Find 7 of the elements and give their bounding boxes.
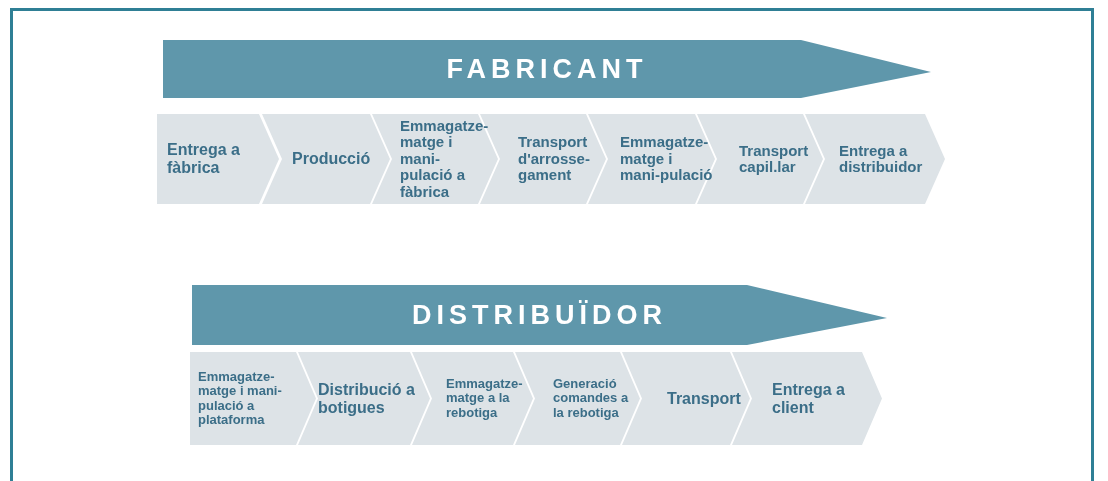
banner-arrow: DISTRIBUÏDOR xyxy=(192,285,887,345)
banner-arrow: FABRICANT xyxy=(163,40,931,98)
process-step: Emmagatze-matge i mani-pulació a fàbrica xyxy=(372,114,498,204)
process-step: Producció xyxy=(262,114,390,204)
process-step: Emmagatze-matge i mani-pulació a plataforma xyxy=(190,352,316,445)
process-step: Distribució a botigues xyxy=(298,352,430,445)
process-step: Entrega a fàbrica xyxy=(157,114,279,204)
